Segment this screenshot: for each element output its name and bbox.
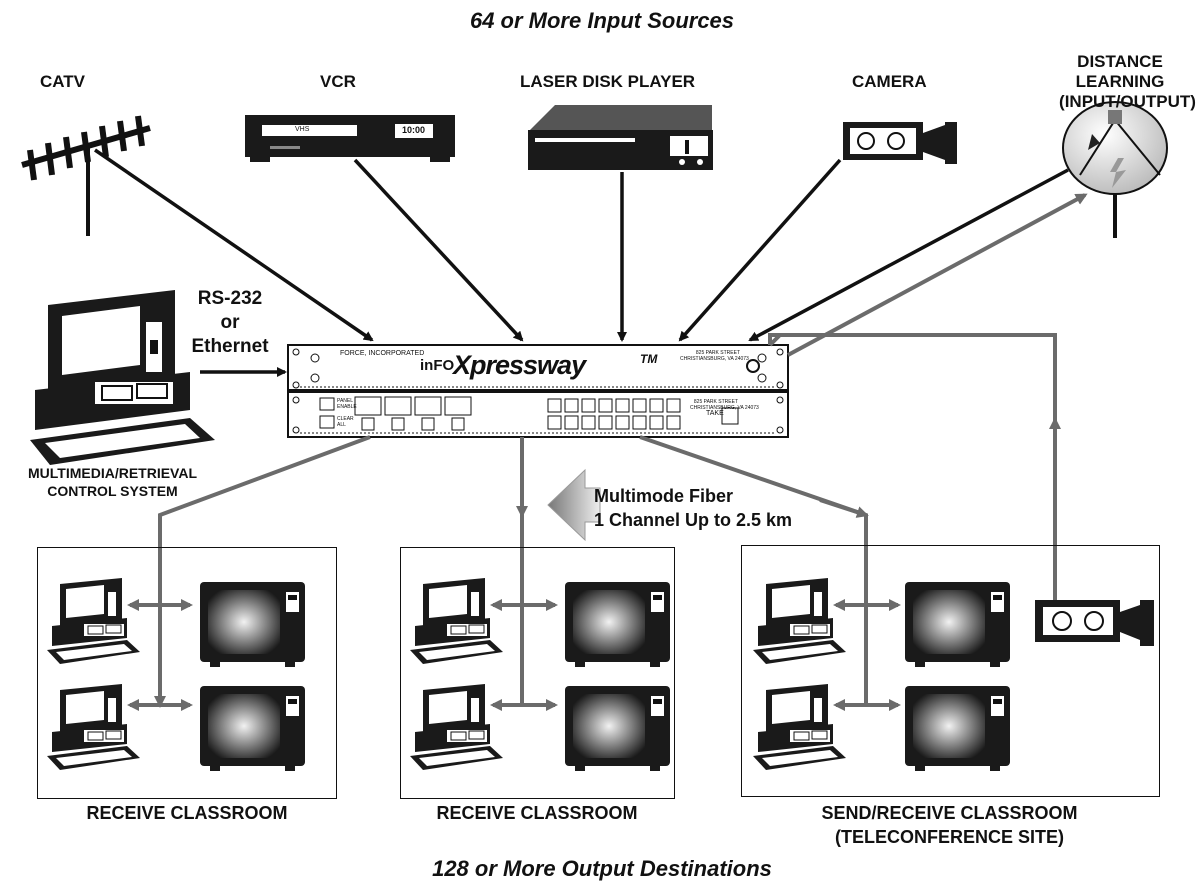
desktop-computer-icon <box>410 578 503 664</box>
catv-label: CATV <box>40 72 86 91</box>
desktop-computer-icon <box>410 684 503 770</box>
receive-classroom-1 <box>37 547 337 799</box>
send-receive-label-line1: SEND/RECEIVE CLASSROOM <box>821 803 1078 823</box>
panel-enable-label: PANEL ENABLE <box>337 398 357 410</box>
vhs-label: VHS <box>295 126 310 133</box>
distance-learning-line1: DISTANCE <box>1077 52 1163 71</box>
or-label: or <box>220 312 240 333</box>
desktop-computer-icon <box>47 578 140 664</box>
input-arrows <box>94 148 1069 377</box>
send-receive-label-line2: (TELECONFERENCE SITE) <box>834 827 1064 847</box>
switcher-button <box>632 415 647 430</box>
control-computer-icon <box>30 290 215 465</box>
switcher-button <box>615 415 630 430</box>
desktop-computer-icon <box>753 684 846 770</box>
satellite-dish-icon <box>1062 101 1168 238</box>
switcher-button <box>598 415 613 430</box>
switcher-button <box>547 415 562 430</box>
desktop-computer-icon <box>753 578 846 664</box>
tv-monitor-icon <box>565 582 670 667</box>
switcher-button <box>649 398 664 413</box>
take-label: TAKE <box>706 410 724 417</box>
receive-classroom-1-label: RECEIVE CLASSROOM <box>86 803 288 823</box>
vcr-icon <box>245 115 455 162</box>
rs232-label: RS-232 <box>197 288 263 309</box>
tv-monitor-icon <box>200 686 305 771</box>
switcher-button <box>666 398 681 413</box>
fiber-pointer-arrow <box>547 468 601 542</box>
send-receive-classroom <box>741 545 1160 797</box>
switcher-button <box>632 398 647 413</box>
switcher-button <box>564 398 579 413</box>
clear-all-label: CLEAR ALL <box>337 416 354 428</box>
switcher-button <box>598 398 613 413</box>
tv-monitor-icon <box>905 686 1010 771</box>
switcher-button <box>615 398 630 413</box>
brand-label: FORCE, INCORPORATED <box>340 350 425 357</box>
vcr-time-display: 10:00 <box>402 125 426 135</box>
address-label: 825 PARK STREET CHRISTIANSBURG, VA 24073 <box>680 350 749 362</box>
output-destinations-title: 128 or More Output Destinations <box>432 856 772 881</box>
switcher-button <box>581 398 596 413</box>
product-prefix: inFO <box>420 357 455 374</box>
input-sources-title: 64 or More Input Sources <box>469 8 735 33</box>
laser-disk-player-icon <box>528 105 713 170</box>
switcher-button <box>564 415 579 430</box>
camera-icon <box>843 122 957 164</box>
distance-learning-line3: (INPUT/OUTPUT) <box>1059 92 1196 111</box>
switcher-rack <box>287 344 789 438</box>
product-name: Xpressway <box>453 350 586 380</box>
classroom-camera-icon <box>1035 600 1154 646</box>
desktop-computer-icon <box>47 684 140 770</box>
switcher-button <box>581 415 596 430</box>
catv-antenna-icon <box>21 115 151 236</box>
tv-monitor-icon <box>565 686 670 771</box>
camera-label: CAMERA <box>852 72 927 91</box>
address-label-lower: 825 PARK STREET CHRISTIANSBURG, VA 24073 <box>690 399 759 411</box>
distance-learning-line2: LEARNING <box>1075 72 1165 91</box>
product-tm: TM <box>640 352 658 366</box>
fiber-label-line1: Multimode Fiber <box>594 486 733 506</box>
receive-classroom-2-label: RECEIVE CLASSROOM <box>436 803 638 823</box>
tv-monitor-icon <box>905 582 1010 667</box>
switcher-button <box>649 415 664 430</box>
ethernet-label: Ethernet <box>191 336 269 357</box>
control-system-line1: MULTIMEDIA/RETRIEVAL <box>27 465 198 481</box>
distribution-lines <box>127 193 1088 711</box>
receive-classroom-2 <box>400 547 675 799</box>
control-system-line2: CONTROL SYSTEM <box>47 483 178 499</box>
switcher-button <box>666 415 681 430</box>
vcr-label: VCR <box>320 72 356 91</box>
tv-monitor-icon <box>200 582 305 667</box>
switcher-button <box>547 398 562 413</box>
fiber-label-line2: 1 Channel Up to 2.5 km <box>594 510 793 530</box>
laser-disk-label: LASER DISK PLAYER <box>520 72 696 91</box>
